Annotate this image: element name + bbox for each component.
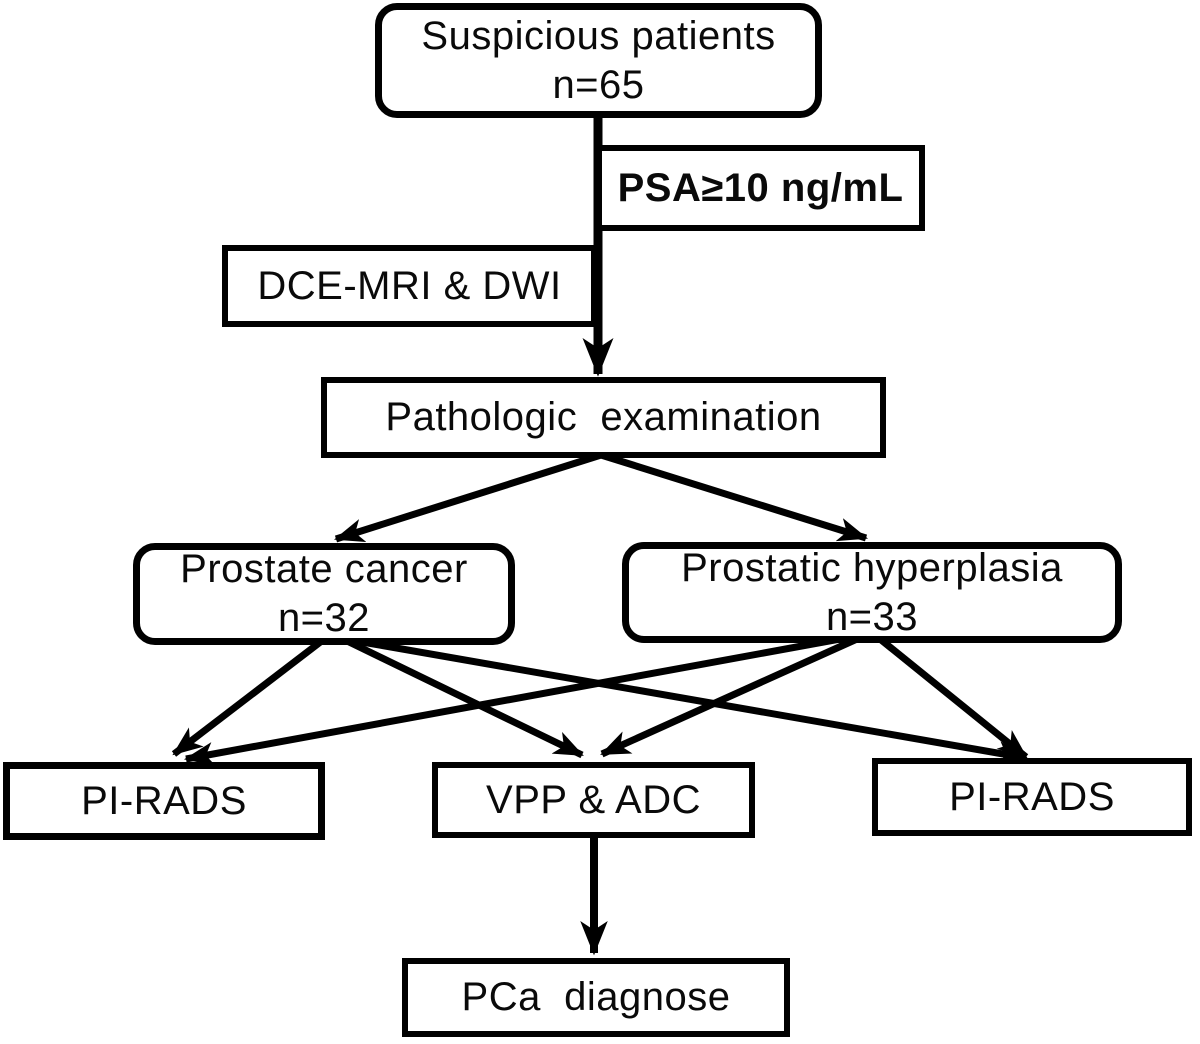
node-pirads-right-label: PI-RADS bbox=[949, 774, 1115, 819]
node-pca-diagnose: PCa diagnose bbox=[402, 958, 790, 1037]
edge-pathologic-prostate-cancer bbox=[333, 451, 603, 543]
edge-prostate-cancer-vpp-adc bbox=[343, 636, 584, 759]
node-pirads-left: PI-RADS bbox=[3, 762, 325, 840]
node-pirads-right: PI-RADS bbox=[872, 758, 1192, 836]
node-dce-mri-dwi: DCE-MRI & DWI bbox=[222, 245, 597, 327]
edge-prostate-cancer-pirads-left bbox=[171, 637, 326, 757]
edge-prostatic-hyperplasia-pirads-left bbox=[183, 635, 841, 766]
node-prostate-cancer-count: n=32 bbox=[277, 596, 371, 640]
node-prostate-cancer: Prostate cancer n=32 bbox=[133, 543, 515, 645]
edge-pathologic-prostatic-hyperplasia bbox=[599, 451, 869, 542]
edge-prostate-cancer-pirads-right bbox=[361, 638, 1029, 766]
edge-prostatic-hyperplasia-pirads-right bbox=[877, 636, 1029, 760]
node-psa-threshold-label: PSA≥10 ng/mL bbox=[617, 165, 904, 210]
node-prostatic-hyperplasia-count: n=33 bbox=[825, 594, 919, 639]
node-dce-mri-dwi-label: DCE-MRI & DWI bbox=[257, 263, 562, 308]
node-pca-diagnose-label: PCa diagnose bbox=[461, 975, 731, 1019]
node-vpp-adc-label: VPP & ADC bbox=[486, 777, 701, 822]
node-suspicious-patients-label: Suspicious patients bbox=[421, 13, 776, 58]
edge-prostatic-hyperplasia-vpp-adc bbox=[600, 635, 859, 758]
node-pathologic-examination: Pathologic examination bbox=[321, 377, 886, 458]
node-prostatic-hyperplasia-label: Prostatic hyperplasia bbox=[681, 545, 1063, 590]
node-pathologic-examination-label: Pathologic examination bbox=[385, 395, 822, 439]
node-prostate-cancer-label: Prostate cancer bbox=[180, 547, 468, 591]
node-prostatic-hyperplasia: Prostatic hyperplasia n=33 bbox=[622, 542, 1122, 643]
node-pirads-left-label: PI-RADS bbox=[81, 778, 247, 823]
node-suspicious-patients: Suspicious patients n=65 bbox=[375, 3, 822, 118]
node-suspicious-patients-count: n=65 bbox=[552, 62, 645, 107]
node-vpp-adc: VPP & ADC bbox=[432, 762, 755, 838]
node-psa-threshold: PSA≥10 ng/mL bbox=[596, 145, 925, 231]
